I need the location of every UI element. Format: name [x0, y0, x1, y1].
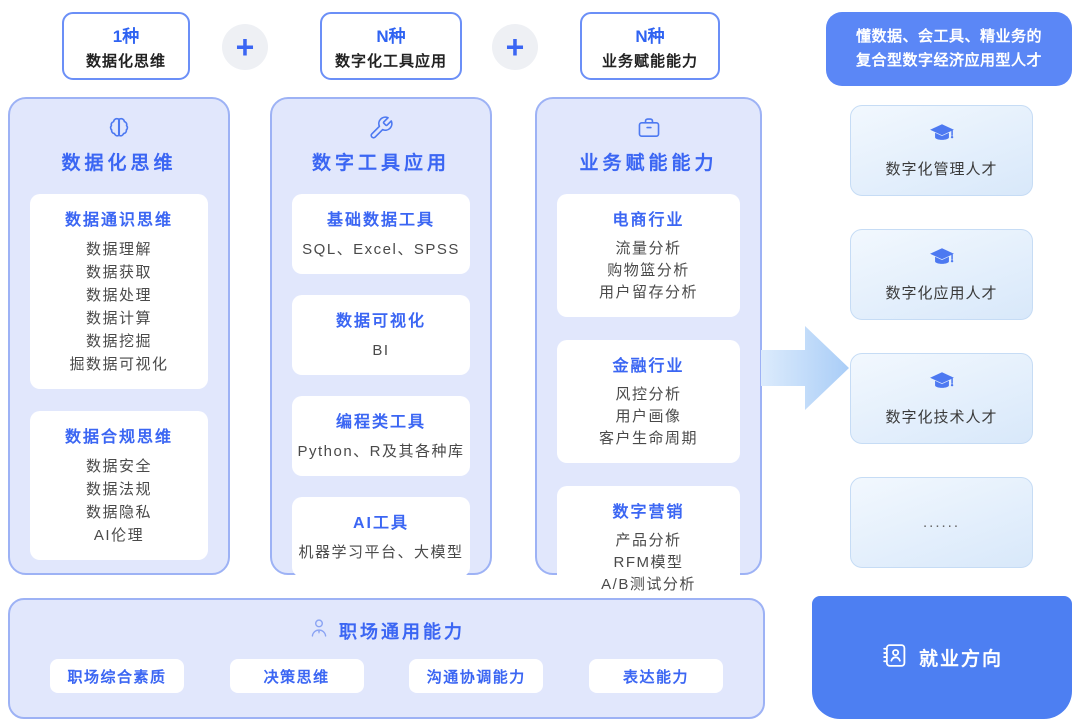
card-basic-data-tools: 基础数据工具 SQL、Excel、SPSS: [292, 194, 470, 274]
card-item: 流量分析: [615, 240, 682, 257]
card-title: AI工具: [352, 515, 409, 532]
wrench-icon: [292, 113, 470, 143]
skill-pill: 决策思维: [229, 659, 364, 693]
card-data-compliance-thinking: 数据合规思维 数据安全 数据法规 数据隐私 AI伦理: [30, 411, 208, 560]
card-item: Python、R及其各种库: [297, 443, 465, 460]
card-title: 数据可视化: [335, 313, 426, 330]
card-programming-tools: 编程类工具 Python、R及其各种库: [292, 396, 470, 476]
formula-box-data-thinking: 1种 数据化思维: [62, 12, 190, 80]
graduation-cap-icon: [929, 371, 955, 398]
skill-pill: 沟通协调能力: [409, 659, 544, 693]
goal-badge-line2: 复合型数字经济应用型人才: [855, 52, 1042, 69]
pillar-digital-tools: 数字工具应用 基础数据工具 SQL、Excel、SPSS 数据可视化 BI 编程…: [270, 97, 492, 577]
formula-label: 业务赋能能力: [601, 52, 698, 70]
card-title: 数据合规思维: [64, 429, 173, 446]
talent-box-technology: 数字化技术人才: [850, 353, 1033, 444]
card-item: 数据理解: [85, 241, 152, 258]
pillar-business-ability: 业务赋能能力 电商行业 流量分析 购物篮分析 用户留存分析 金融行业 风控分析 …: [535, 97, 762, 609]
formula-box-business-ability: N种 业务赋能能力: [580, 12, 720, 80]
contact-book-icon: [881, 642, 908, 674]
card-item: 数据处理: [85, 287, 152, 304]
card-ecommerce-industry: 电商行业 流量分析 购物篮分析 用户留存分析: [557, 194, 740, 317]
card-title: 数字营销: [612, 504, 685, 521]
card-title: 金融行业: [612, 358, 685, 375]
pillar-data-thinking: 数据化思维 数据通识思维 数据理解 数据获取 数据处理 数据计算 数据挖掘 掘数…: [8, 97, 230, 575]
skill-pill: 职场综合素质: [50, 659, 184, 693]
card-item: 数据安全: [85, 458, 152, 475]
talent-label: ......: [922, 514, 960, 531]
pillar-title: 业务赋能能力: [579, 153, 718, 174]
formula-box-digital-tools: N种 数字化工具应用: [320, 12, 462, 80]
card-item: 数据挖掘: [85, 333, 152, 350]
card-title: 编程类工具: [335, 414, 426, 431]
card-item: SQL、Excel、SPSS: [302, 241, 460, 258]
general-skills-title: 职场通用能力: [339, 621, 465, 642]
card-item: 购物篮分析: [607, 262, 690, 279]
talent-label: 数字化技术人才: [885, 408, 998, 426]
formula-label: 数字化工具应用: [334, 52, 447, 70]
talent-list: 数字化管理人才 数字化应用人才: [850, 105, 1033, 568]
card-finance-industry: 金融行业 风控分析 用户画像 客户生命周期: [557, 340, 740, 463]
plus-icon: +: [492, 24, 538, 70]
brain-icon: [30, 113, 208, 143]
formula-count: 1种: [112, 26, 140, 46]
talent-label: 数字化应用人才: [885, 284, 998, 302]
card-title: 基础数据工具: [326, 212, 435, 229]
card-item: 数据计算: [85, 310, 152, 327]
card-data-visualization: 数据可视化 BI: [292, 295, 470, 375]
pillar-title: 数字工具应用: [311, 153, 450, 174]
card-ai-tools: AI工具 机器学习平台、大模型: [292, 497, 470, 577]
card-item: 数据获取: [85, 264, 152, 281]
goal-badge: 懂数据、会工具、精业务的 复合型数字经济应用型人才: [826, 12, 1072, 86]
graduation-cap-icon: [929, 123, 955, 150]
card-item: 数据法规: [85, 481, 152, 498]
employment-label: 就业方向: [918, 649, 1003, 670]
flow-arrow-icon: [761, 326, 849, 410]
pillar-title: 数据化思维: [61, 153, 177, 174]
goal-badge-line1: 懂数据、会工具、精业务的: [855, 28, 1042, 45]
formula-count: N种: [635, 26, 665, 46]
general-skills-panel: 职场通用能力 职场综合素质 决策思维 沟通协调能力 表达能力: [8, 598, 765, 719]
talent-box-management: 数字化管理人才: [850, 105, 1033, 196]
card-item: 数据隐私: [85, 504, 152, 521]
card-item: RFM模型: [613, 554, 684, 571]
plus-glyph: +: [505, 29, 525, 65]
card-item: 产品分析: [615, 532, 682, 549]
card-item: 掘数据可视化: [69, 356, 169, 373]
formula-label: 数据化思维: [85, 52, 166, 70]
card-title: 数据通识思维: [64, 212, 173, 229]
card-item: AI伦理: [93, 527, 145, 544]
card-item: 客户生命周期: [598, 430, 698, 447]
card-item: 用户画像: [615, 408, 682, 425]
talent-box-application: 数字化应用人才: [850, 229, 1033, 320]
card-data-general-thinking: 数据通识思维 数据理解 数据获取 数据处理 数据计算 数据挖掘 掘数据可视化: [30, 194, 208, 389]
talent-label: 数字化管理人才: [885, 160, 998, 178]
talent-box-more: ......: [850, 477, 1033, 568]
card-item: A/B测试分析: [601, 576, 696, 593]
briefcase-icon: [557, 113, 740, 143]
person-icon: [308, 617, 330, 644]
card-item: 机器学习平台、大模型: [298, 544, 464, 561]
skill-pill: 表达能力: [588, 659, 723, 693]
card-item: 用户留存分析: [598, 284, 698, 301]
formula-count: N种: [376, 26, 406, 46]
employment-box: 就业方向: [812, 596, 1072, 719]
plus-icon: +: [222, 24, 268, 70]
plus-glyph: +: [235, 29, 255, 65]
card-item: 风控分析: [615, 386, 682, 403]
graduation-cap-icon: [929, 247, 955, 274]
card-digital-marketing: 数字营销 产品分析 RFM模型 A/B测试分析: [557, 486, 740, 609]
card-title: 电商行业: [612, 212, 685, 229]
card-item: BI: [372, 342, 390, 359]
